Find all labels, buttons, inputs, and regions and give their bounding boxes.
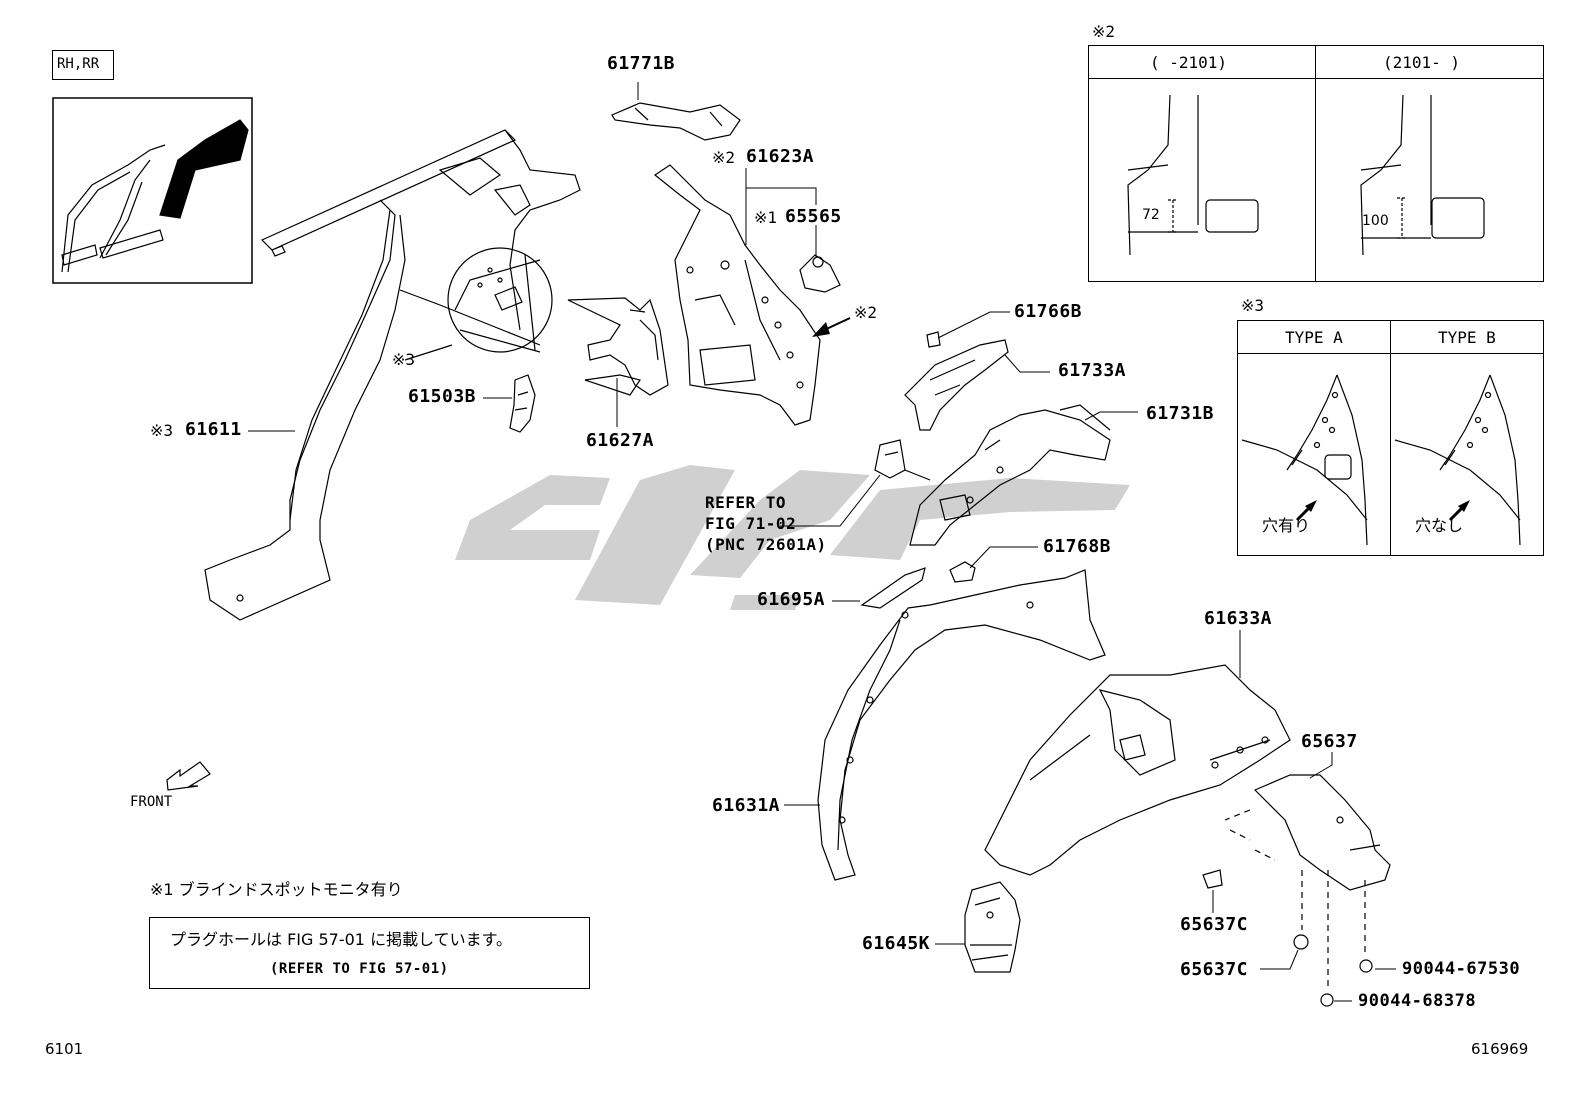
ref2-mark-61623A: ※2 bbox=[712, 148, 736, 167]
note-1: ※1 ブラインドスポットモニタ有り bbox=[150, 880, 403, 899]
part-61633A-drawing bbox=[984, 664, 1291, 876]
part-61623A-label[interactable]: 61623A bbox=[746, 146, 815, 167]
refer-line-2[interactable]: FIG 71-02 bbox=[705, 514, 797, 533]
part-61766B-label[interactable]: 61766B bbox=[1014, 301, 1083, 322]
part-61731B-drawing bbox=[909, 404, 1111, 546]
part-61768B-label[interactable]: 61768B bbox=[1043, 536, 1112, 557]
box2-dim-72: 72 bbox=[1142, 207, 1160, 223]
box3-col1-header: TYPE A bbox=[1285, 328, 1343, 347]
box2-dim-100: 100 bbox=[1362, 213, 1389, 229]
front-arrow-icon bbox=[166, 761, 211, 791]
box3-col2-header: TYPE B bbox=[1438, 328, 1496, 347]
part-65637-drawing bbox=[1224, 774, 1391, 990]
region-label-box bbox=[52, 50, 114, 80]
part-90044-68378-label[interactable]: 90044-68378 bbox=[1358, 991, 1477, 1011]
box2-frame bbox=[1088, 45, 1544, 282]
part-61611-drawing bbox=[204, 129, 581, 621]
part-61733A-drawing bbox=[904, 339, 1009, 431]
box3-mark: ※3 bbox=[1241, 296, 1265, 315]
part-61771B-drawing bbox=[611, 102, 741, 141]
box2-mark: ※2 bbox=[1092, 22, 1116, 41]
front-label: FRONT bbox=[130, 794, 173, 810]
ref2-arrow bbox=[812, 317, 851, 337]
part-61627A-label[interactable]: 61627A bbox=[586, 430, 655, 451]
part-61695A-label[interactable]: 61695A bbox=[757, 589, 826, 610]
part-61503B-drawing bbox=[509, 374, 536, 433]
part-61771B-label[interactable]: 61771B bbox=[607, 53, 676, 74]
box2-col2-header: (2101- ) bbox=[1383, 53, 1461, 72]
bracket-refer-drawing bbox=[874, 439, 931, 481]
page-code-right: 616969 bbox=[1471, 1040, 1529, 1058]
ref3-mark-61611: ※3 bbox=[150, 421, 174, 440]
part-61731B-label[interactable]: 61731B bbox=[1146, 403, 1215, 424]
part-65637C-label-lower[interactable]: 65637C bbox=[1180, 959, 1249, 980]
part-61623A-drawing bbox=[653, 164, 821, 426]
refer-line-3[interactable]: (PNC 72601A) bbox=[705, 535, 827, 554]
plug-note-jp: プラグホールは FIG 57-01 に掲載しています。 bbox=[170, 930, 512, 949]
ref2-mark-arrow: ※2 bbox=[854, 303, 878, 322]
part-61695A-drawing bbox=[860, 567, 926, 609]
part-61733A-label[interactable]: 61733A bbox=[1058, 360, 1127, 381]
part-61627A-drawing bbox=[567, 297, 669, 396]
box2-col-rule bbox=[1315, 45, 1316, 282]
region-label: RH,RR bbox=[57, 56, 100, 72]
box3-col-rule bbox=[1390, 320, 1391, 556]
ref1-mark-65565: ※1 bbox=[754, 208, 778, 227]
page-code-left: 6101 bbox=[45, 1040, 84, 1058]
plug-note-box bbox=[149, 917, 590, 989]
part-65637C-label-upper[interactable]: 65637C bbox=[1180, 914, 1249, 935]
part-90044-67530-label[interactable]: 90044-67530 bbox=[1402, 959, 1521, 979]
box3-drawings bbox=[1241, 374, 1521, 546]
part-61766B-drawing bbox=[926, 331, 941, 348]
fastener-drawings bbox=[1202, 869, 1373, 1007]
ref3-mark-circle: ※3 bbox=[392, 350, 416, 369]
box3-label-type-b: 穴なし bbox=[1415, 516, 1464, 535]
part-61503B-label[interactable]: 61503B bbox=[408, 386, 477, 407]
part-65565-drawing bbox=[799, 254, 841, 293]
box2-drawings bbox=[1127, 94, 1485, 256]
refer-line-1[interactable]: REFER TO bbox=[705, 493, 787, 512]
part-61631A-drawing bbox=[817, 569, 1106, 881]
watermark-logo bbox=[455, 465, 1130, 610]
part-61633A-label[interactable]: 61633A bbox=[1204, 608, 1273, 629]
part-61611-label[interactable]: 61611 bbox=[185, 419, 242, 440]
detail-circle-zoom bbox=[404, 247, 553, 361]
part-61631A-label[interactable]: 61631A bbox=[712, 795, 781, 816]
box2-col1-header: ( -2101) bbox=[1150, 53, 1228, 72]
part-65565-label[interactable]: 65565 bbox=[785, 206, 842, 227]
plug-note-en: (REFER TO FIG 57-01) bbox=[270, 961, 449, 977]
box3-label-type-a: 穴有り bbox=[1262, 516, 1311, 535]
part-61768B-drawing bbox=[949, 561, 976, 583]
inset-thumbnail bbox=[52, 97, 253, 284]
part-61645K-drawing bbox=[964, 881, 1021, 973]
part-61645K-label[interactable]: 61645K bbox=[862, 933, 931, 954]
leader-lines bbox=[248, 82, 1396, 1002]
part-65637-label[interactable]: 65637 bbox=[1301, 731, 1358, 752]
box2-header-rule bbox=[1088, 78, 1544, 79]
